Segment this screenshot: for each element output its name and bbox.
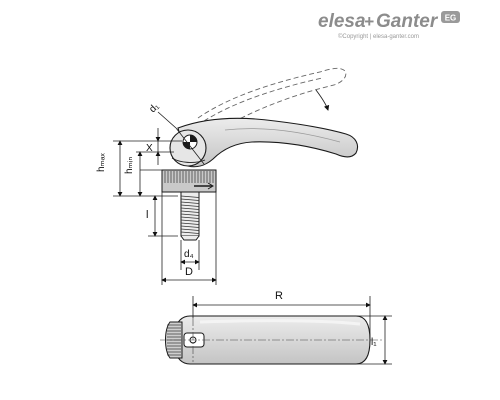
brand-logo: elesa + Ganter EG ©Copyright | elesa-gan…: [318, 11, 460, 40]
copyright-text: ©Copyright | elesa-ganter.com: [338, 33, 419, 40]
brand-name-left: elesa: [318, 11, 366, 32]
lever-open-position-ghost: [197, 67, 347, 129]
label-l1: l₁: [371, 337, 377, 348]
lever-top-view: [160, 315, 382, 365]
lever-side-view: [161, 117, 359, 241]
label-h-max: hₘₐₓ: [96, 152, 107, 172]
label-x: X: [146, 143, 153, 154]
label-r: R: [275, 290, 283, 302]
label-l: l: [146, 209, 148, 221]
brand-badge-text: EG: [445, 14, 457, 23]
label-h-min: hₘᵢₙ: [124, 157, 135, 174]
lever-arm: [177, 117, 359, 168]
label-big-d: D: [185, 266, 193, 278]
dimension-lines-side: hₘₐₓ hₘᵢₙ X l d₁ d₄ D: [96, 101, 217, 285]
brand-name-right: Ganter: [376, 11, 439, 32]
knurl-lines: [164, 171, 214, 183]
label-d1: d₁: [147, 101, 162, 116]
thread-lines: [180, 195, 200, 234]
brand-badge: [441, 11, 460, 23]
label-d4: d₄: [184, 249, 194, 260]
rotation-arrow-icon: [315, 89, 330, 111]
brand-name-plus: +: [364, 12, 374, 31]
dimension-lines-top: R l₁: [192, 290, 392, 365]
